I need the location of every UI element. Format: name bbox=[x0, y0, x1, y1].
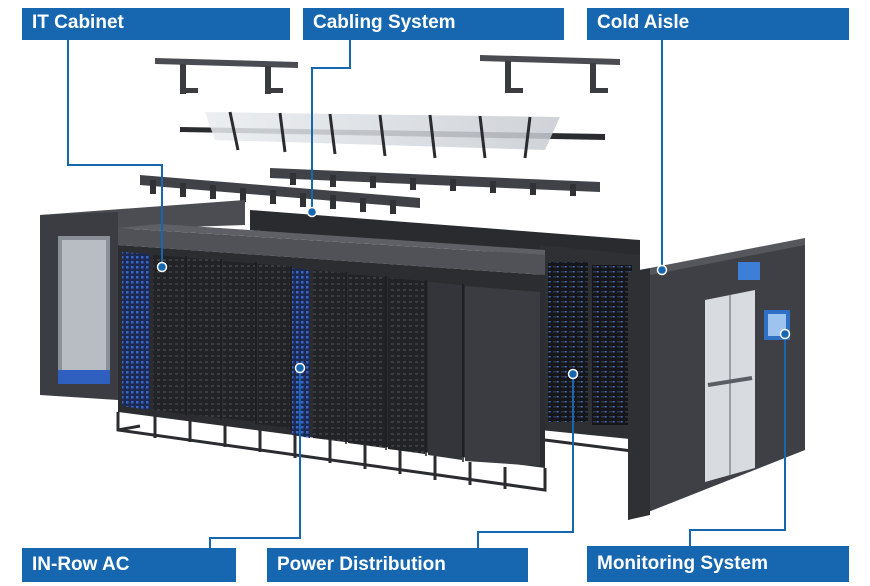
label-in-row-ac: IN-Row AC bbox=[22, 548, 236, 582]
leader-lines bbox=[67, 40, 786, 548]
front-rack-row bbox=[118, 245, 545, 468]
label-monitoring-system: Monitoring System bbox=[587, 546, 849, 582]
label-cold-aisle: Cold Aisle bbox=[587, 8, 849, 40]
front-row-top bbox=[118, 228, 545, 275]
cable-tray-left bbox=[155, 58, 298, 94]
cable-ladder-trays bbox=[140, 168, 600, 214]
left-end-door bbox=[40, 200, 245, 400]
label-it-cabinet: IT Cabinet bbox=[22, 8, 290, 40]
skylight-roof-panels bbox=[180, 111, 605, 159]
cold-aisle-end-door bbox=[628, 238, 805, 520]
label-cabling-system: Cabling System bbox=[303, 8, 564, 40]
label-power-distribution: Power Distribution bbox=[267, 548, 528, 582]
in-row-ac-unit-2 bbox=[292, 268, 310, 438]
led-display-panel bbox=[738, 262, 760, 280]
leader-endpoints bbox=[156, 206, 791, 380]
in-row-ac-unit-1 bbox=[122, 252, 150, 410]
cable-tray-right bbox=[480, 55, 620, 93]
